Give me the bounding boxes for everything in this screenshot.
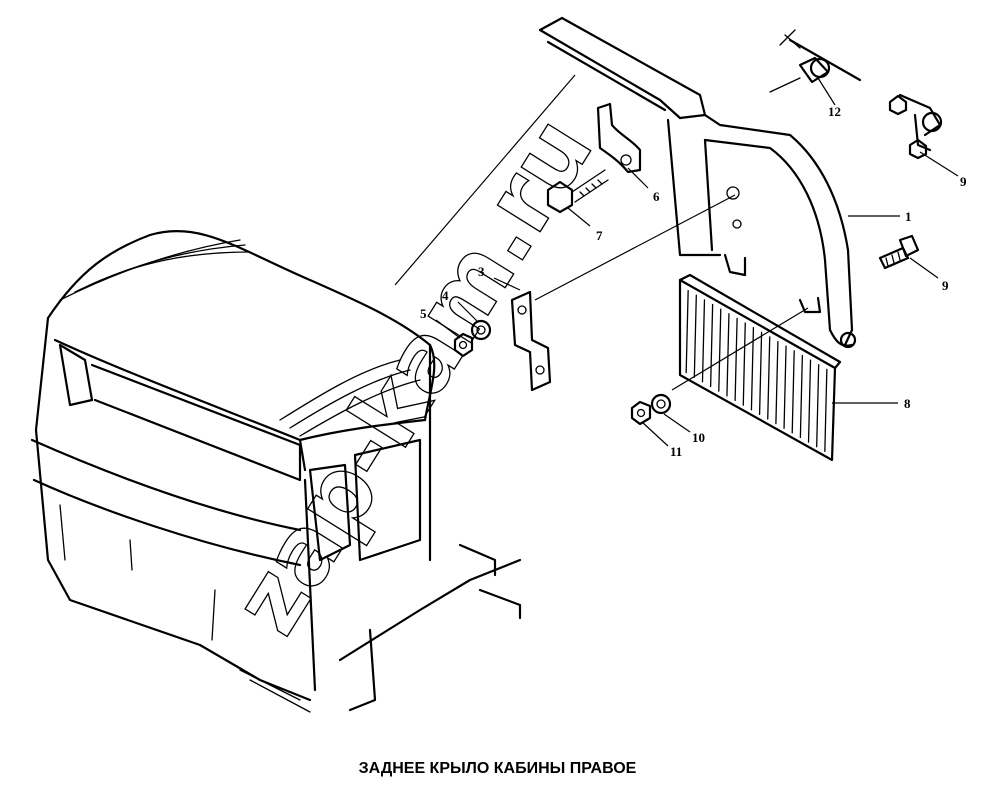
- mudflap-rib: [816, 364, 820, 448]
- mudflap-rib: [791, 350, 795, 434]
- mudflap: [678, 273, 842, 462]
- callout-5: 5: [420, 306, 427, 321]
- bolt-7: [546, 169, 609, 214]
- callout-4: 4: [442, 288, 449, 303]
- callout-7: 7: [596, 228, 603, 243]
- nut-11: [630, 400, 652, 426]
- callout-6: 6: [653, 189, 660, 204]
- mudflap-rib: [718, 308, 722, 392]
- mudflap-rib: [701, 299, 706, 383]
- mudflap-rib: [709, 303, 714, 388]
- assembly-line-bracket: [534, 194, 736, 301]
- bracket: [510, 290, 552, 392]
- washer-10: [650, 393, 672, 415]
- mudflap-rib: [799, 354, 804, 439]
- mudflap-rib: [767, 336, 771, 420]
- callout-9-lower: 9: [942, 278, 949, 293]
- callout-9-upper: 9: [960, 174, 967, 189]
- washer-4: [470, 319, 492, 341]
- mudflap-rib: [734, 317, 738, 402]
- mudflap-rib: [693, 294, 697, 378]
- mudflap-rib: [824, 368, 828, 453]
- clamp: [596, 102, 642, 174]
- truck-cab: [30, 230, 522, 713]
- mudflap-rib: [783, 345, 787, 429]
- mudflap-rib: [758, 331, 763, 415]
- bolt-lower-9: [878, 234, 920, 270]
- mudflap-rib: [775, 340, 779, 425]
- callout-10: 10: [692, 430, 705, 445]
- callout-leaders: [435, 77, 959, 447]
- mudflap-rib: [685, 289, 689, 374]
- assembly-line-mudflap: [671, 307, 809, 391]
- callout-3: 3: [478, 264, 485, 279]
- watermark: zap-kam.ru: [213, 99, 614, 651]
- marker-lamp: [769, 29, 862, 93]
- diagram-caption: ЗАДНЕЕ КРЫЛО КАБИНЫ ПРАВОЕ: [358, 760, 637, 777]
- callout-8: 8: [904, 396, 911, 411]
- mudflap-rib: [807, 359, 812, 443]
- mudflap-rib: [750, 327, 755, 411]
- rear-fender: [538, 16, 857, 349]
- nut-5: [453, 332, 474, 358]
- mudflap-rib: [726, 313, 730, 397]
- bracket-upper-9: [888, 93, 943, 160]
- mudflap-rib: [742, 322, 746, 406]
- callout-12: 12: [828, 104, 841, 119]
- assembly-line-top: [394, 74, 576, 286]
- callout-11: 11: [670, 444, 682, 459]
- callout-1: 1: [905, 209, 912, 224]
